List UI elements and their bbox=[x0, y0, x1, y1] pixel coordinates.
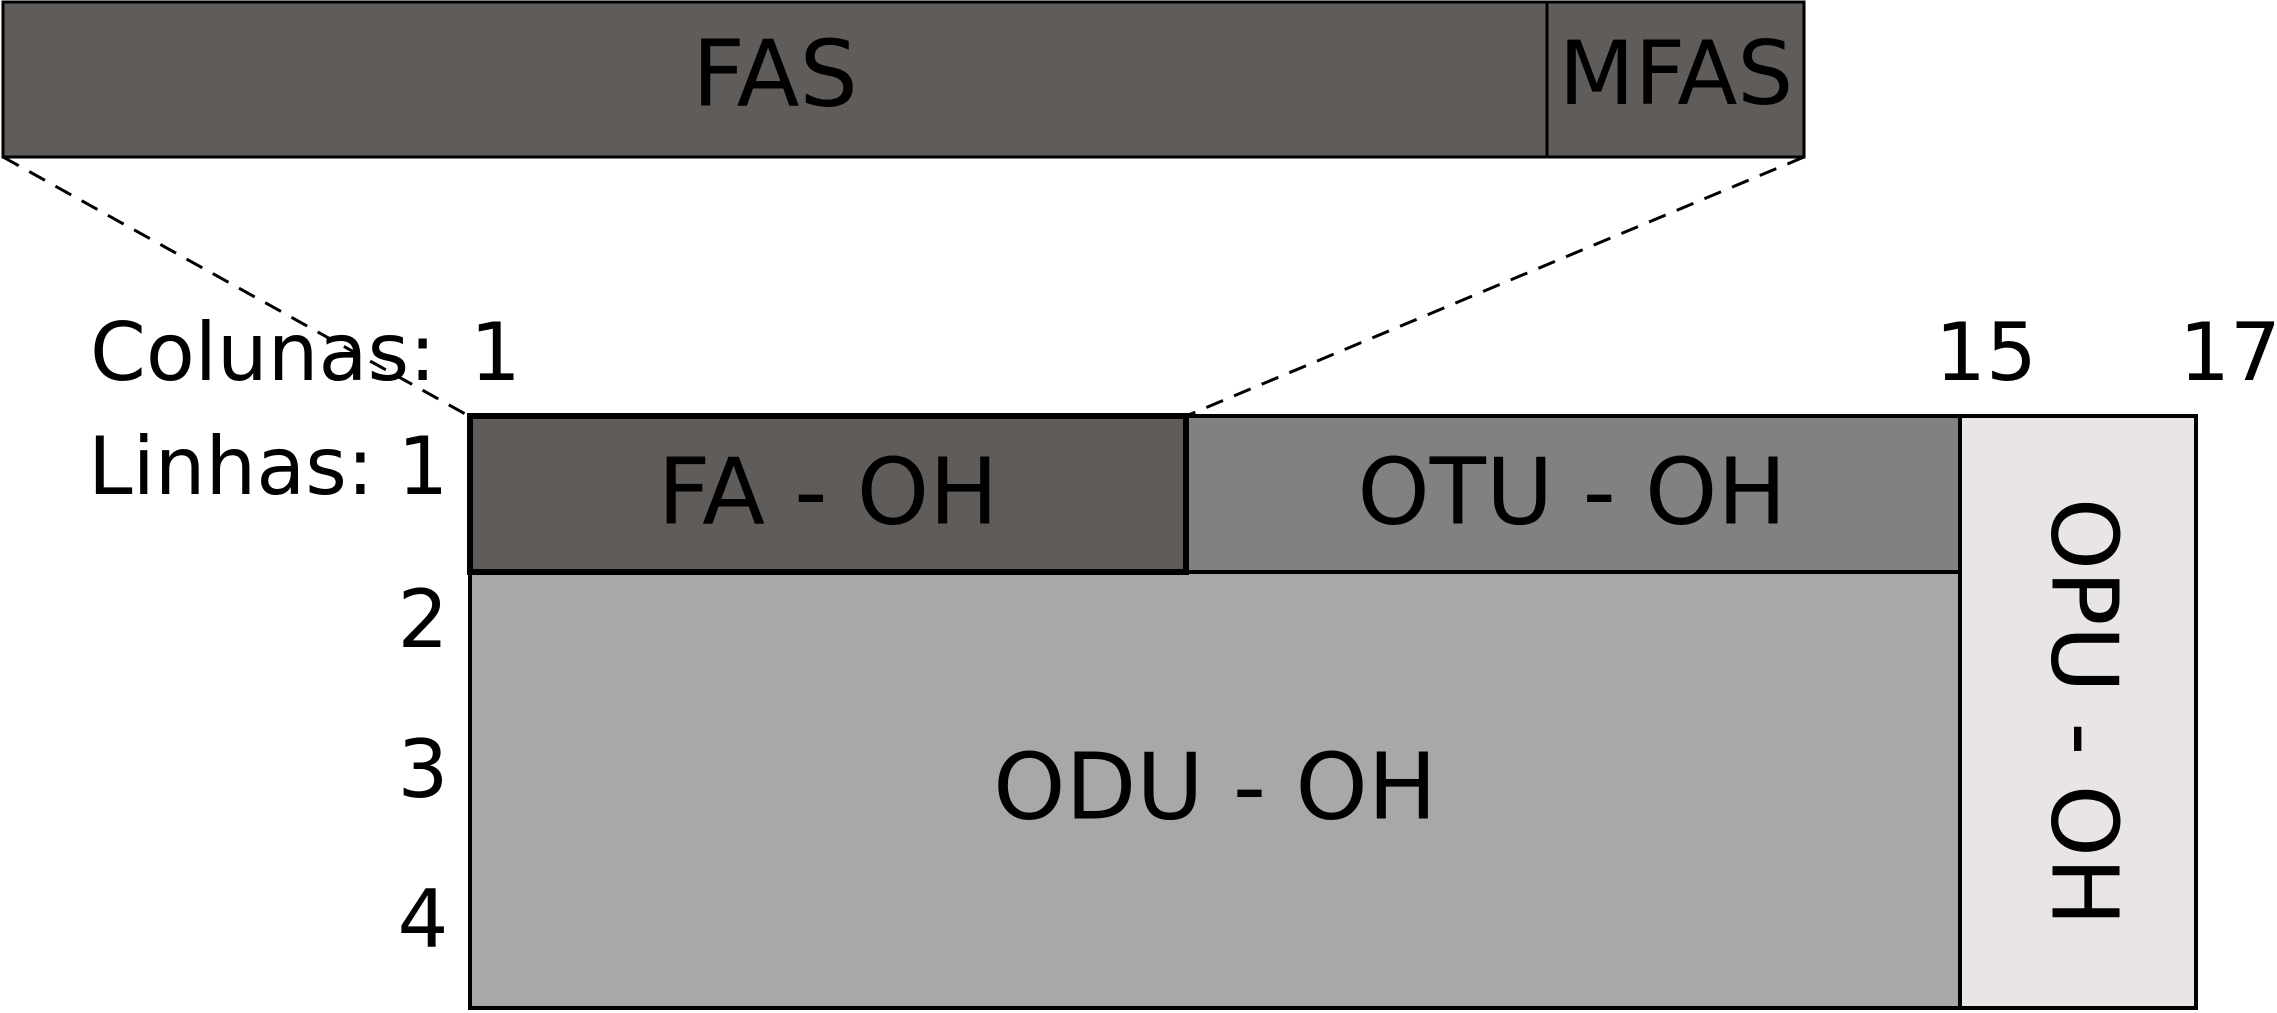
fa-oh-block bbox=[467, 413, 1189, 575]
row-number-1: 1 bbox=[398, 420, 449, 513]
rows-label: Linhas: bbox=[88, 420, 374, 513]
row-number-4: 4 bbox=[398, 873, 449, 966]
mfas-segment bbox=[1545, 0, 1806, 159]
columns-label: Colunas: bbox=[90, 306, 436, 399]
column-number-1: 1 bbox=[470, 306, 521, 399]
fas-label: FAS bbox=[692, 20, 858, 127]
fas-mfas-bar: FAS MFAS bbox=[1, 0, 1806, 159]
otu-oh-block bbox=[1184, 414, 1962, 574]
otu-oh-label: OTU - OH bbox=[1357, 438, 1786, 545]
fas-segment bbox=[1, 0, 1549, 159]
odu-oh-label: ODU - OH bbox=[993, 733, 1437, 840]
mfas-label: MFAS bbox=[1559, 22, 1794, 125]
expansion-line-right bbox=[1185, 155, 1805, 418]
column-number-15: 15 bbox=[1935, 306, 2037, 399]
row-number-2: 2 bbox=[398, 573, 449, 666]
fa-oh-label: FA - OH bbox=[658, 438, 999, 545]
opu-oh-block bbox=[1958, 414, 2198, 1010]
column-number-17: 17 bbox=[2179, 306, 2277, 399]
row-number-3: 3 bbox=[398, 723, 449, 816]
opu-oh-label: OPU - OH bbox=[2031, 498, 2138, 927]
overhead-frame: FA - OH OTU - OH ODU - OH OPU - OH bbox=[467, 413, 2198, 1010]
